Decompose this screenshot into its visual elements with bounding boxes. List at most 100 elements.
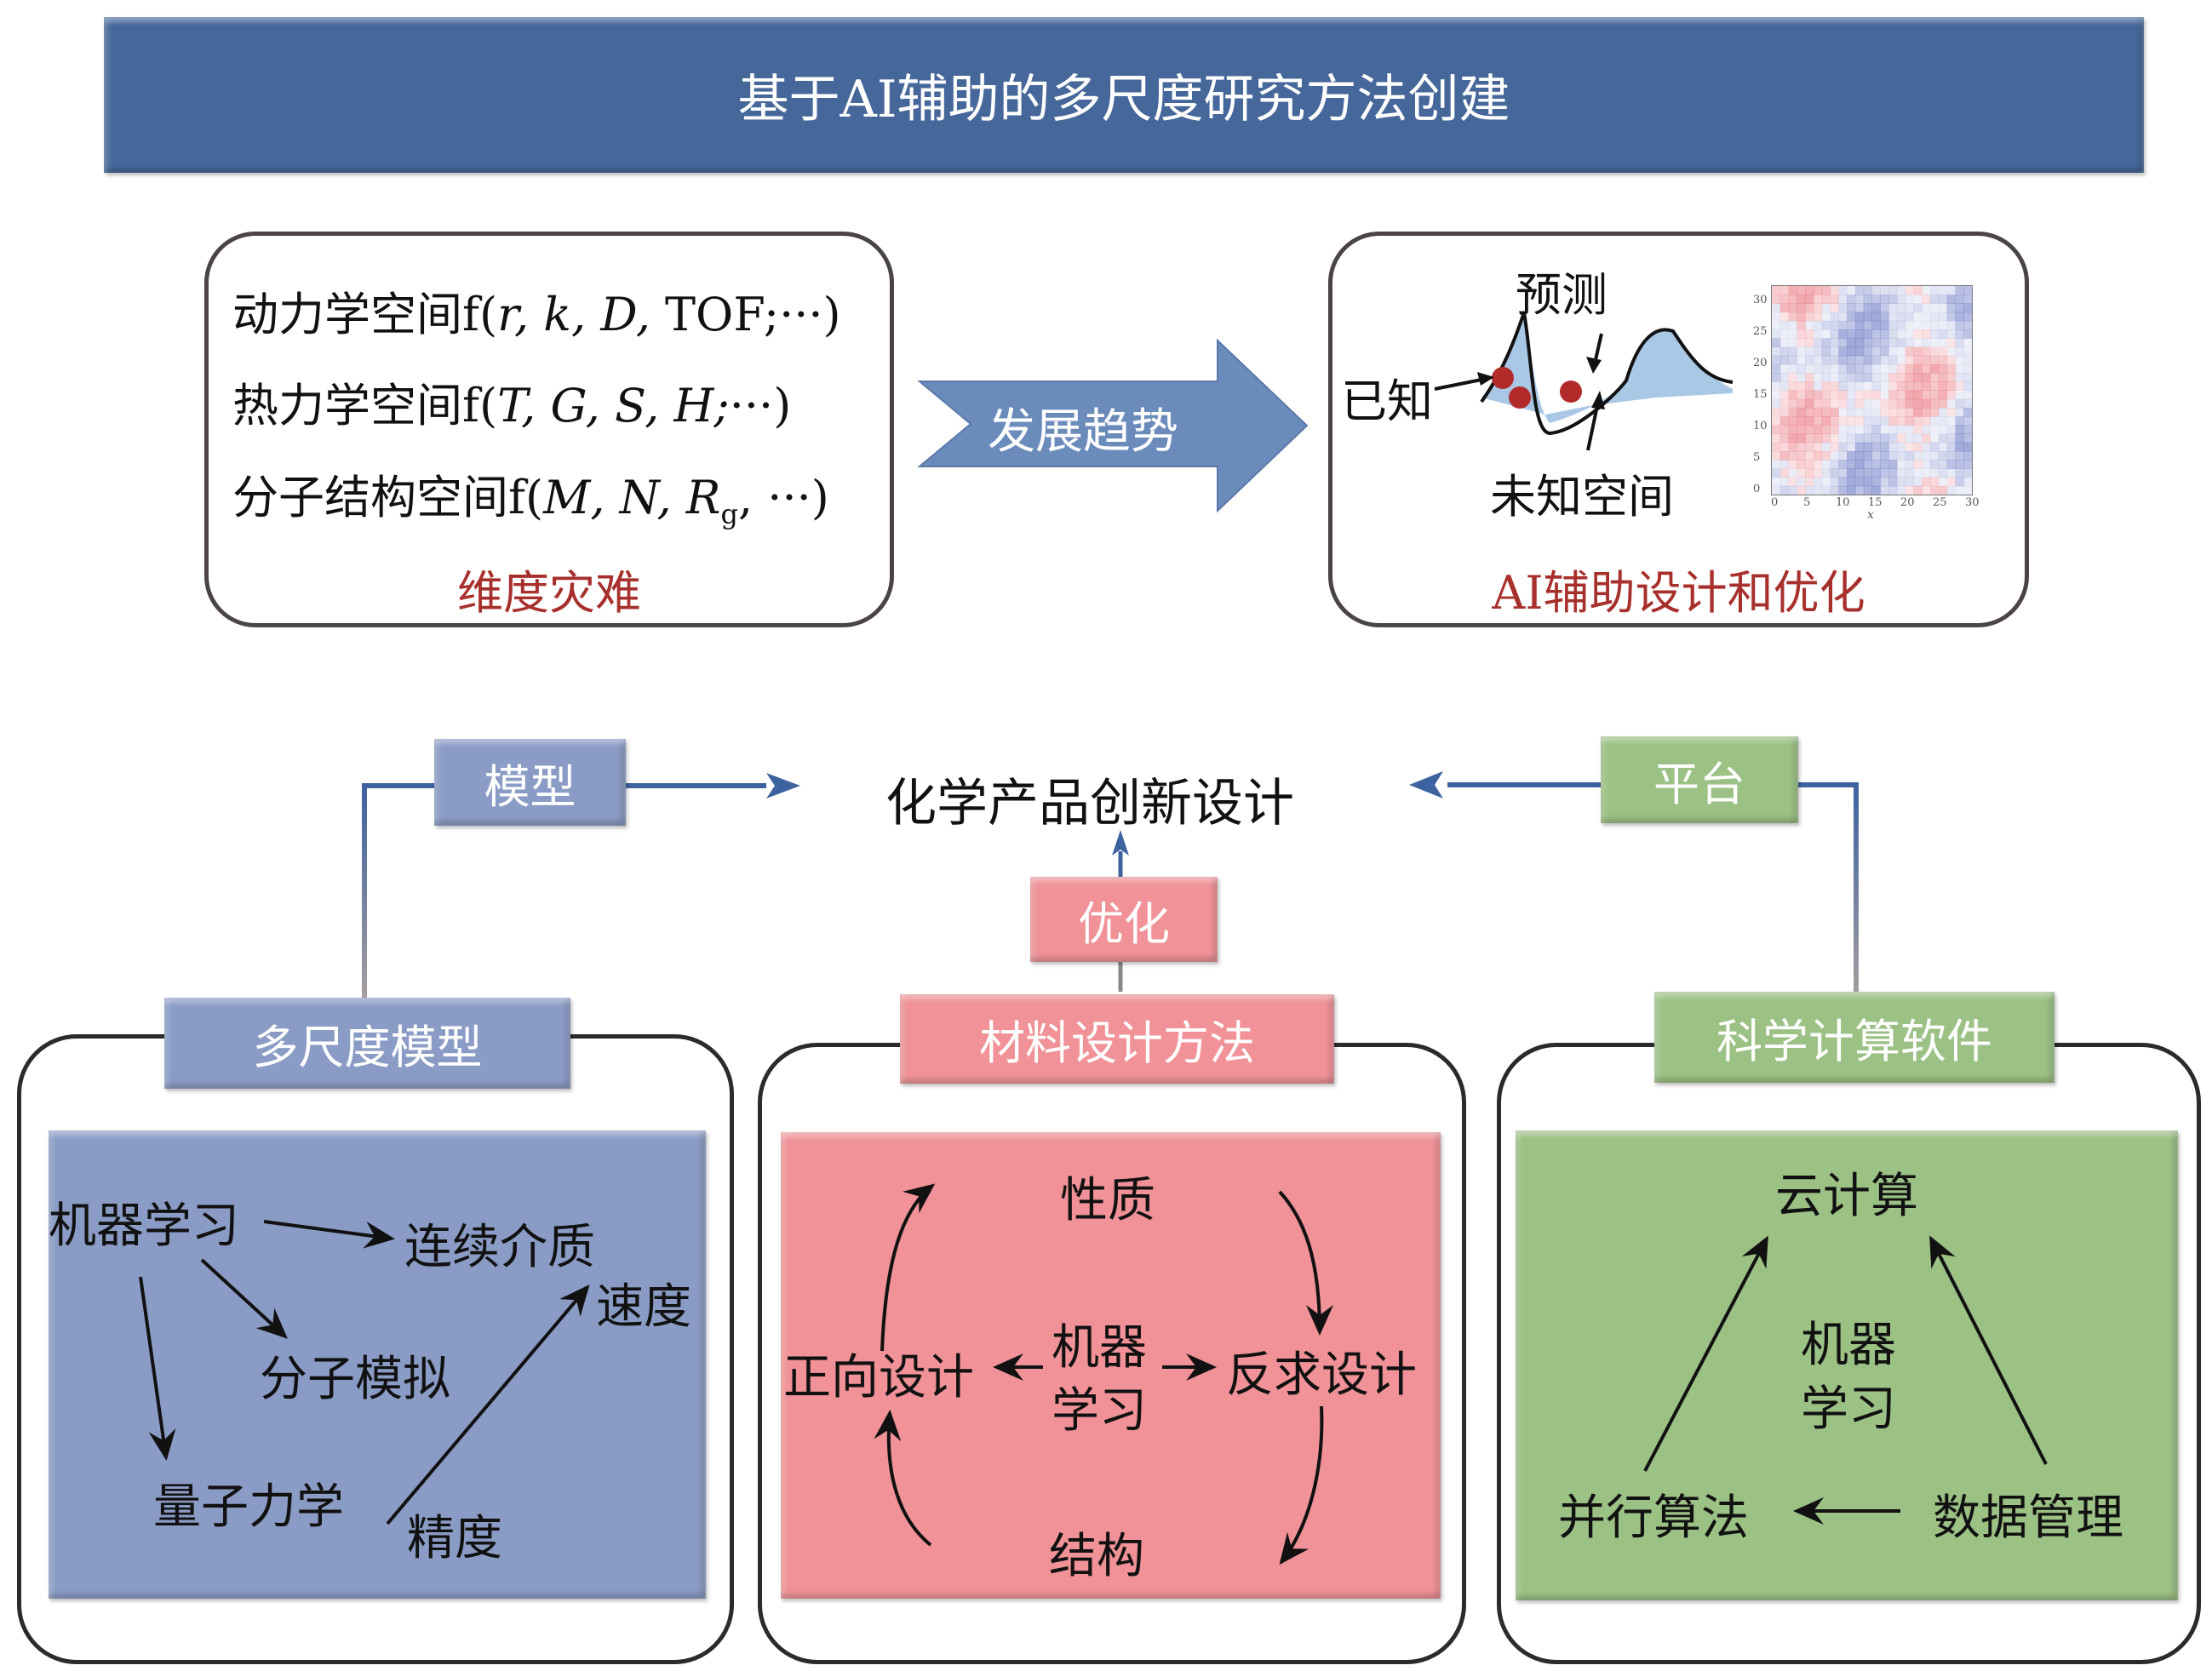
heatmap-cell — [1880, 373, 1889, 382]
heatmap-cell — [1779, 477, 1790, 487]
heatmap-cell — [1938, 363, 1948, 374]
heatmap-cell — [1813, 416, 1823, 426]
heatmap-cell — [1772, 485, 1781, 495]
heatmap-cell — [1922, 416, 1931, 426]
heatmap-cell — [1797, 390, 1806, 400]
heatmap-cell — [1955, 416, 1964, 426]
trend-arrow-label: 发展趋势 — [988, 404, 1178, 460]
heatmap-cell — [1813, 329, 1823, 339]
heatmap-cell — [1863, 373, 1872, 382]
heatmap-cell — [1854, 450, 1865, 461]
heatmap-cell — [1779, 425, 1790, 435]
heatmap-cell — [1955, 312, 1964, 322]
heatmap-cell — [1797, 363, 1806, 374]
heatmap-cell — [1772, 329, 1781, 339]
heatmap-cell — [1779, 381, 1790, 391]
heatmap-cell — [1880, 381, 1889, 391]
heatmap-cell — [1938, 338, 1948, 347]
heatmap-cell — [1813, 338, 1823, 347]
heatmap-cell — [1779, 320, 1790, 330]
heatmap-cell — [1779, 295, 1790, 304]
heatmap-cell — [1946, 477, 1956, 487]
kinetics-tail: TOF;···) — [650, 288, 841, 341]
heatmap-cell — [1821, 363, 1831, 374]
heatmap-cell — [1830, 485, 1839, 495]
heatmap-cell — [1905, 407, 1914, 417]
heatmap-cell — [1772, 442, 1781, 452]
heatmap-cell — [1905, 477, 1914, 487]
heatmap-cell — [1821, 442, 1831, 452]
heatmap-x-tick: 5 — [1803, 496, 1811, 509]
heatmap-cell — [1821, 381, 1831, 391]
heatmap-y-tick: 30 — [1753, 294, 1768, 306]
heatmap-cell — [1963, 363, 1972, 374]
heatmap-cell — [1871, 373, 1881, 382]
known-arrow — [1434, 377, 1487, 391]
heatmap-cell — [1779, 338, 1790, 347]
heatmap-cell — [1938, 373, 1948, 382]
heatmap-cell — [1905, 338, 1914, 347]
heatmap-cell — [1880, 442, 1889, 452]
heatmap-cell — [1930, 381, 1940, 391]
heatmap-cell — [1797, 425, 1806, 435]
heatmap-cell — [1930, 477, 1940, 487]
heatmap-cell — [1913, 468, 1923, 478]
heatmap-cell — [1797, 373, 1806, 382]
heatmap-cell — [1913, 286, 1923, 295]
heatmap-cell — [1772, 346, 1781, 357]
heatmap-cell — [1863, 363, 1872, 374]
heatmap-cell — [1963, 477, 1972, 487]
heatmap-cell — [1946, 407, 1956, 417]
heatmap-cell — [1896, 477, 1906, 487]
heatmap-cell — [1863, 329, 1872, 339]
heatmap-cell — [1938, 303, 1948, 313]
heatmap-cell — [1788, 312, 1797, 322]
heatmap-cell — [1779, 303, 1790, 313]
heatmap-cell — [1922, 485, 1931, 495]
heatmap-cell — [1930, 425, 1940, 435]
heatmap-cell — [1955, 433, 1964, 444]
node-molsim: 分子模拟 — [260, 1352, 450, 1407]
heatmap-cell — [1821, 286, 1831, 295]
heatmap-cell — [1888, 363, 1898, 374]
prediction-curve — [1480, 312, 1733, 436]
heatmap-cell — [1854, 338, 1865, 347]
heatmap-cell — [1930, 407, 1940, 417]
heatmap-cell — [1788, 407, 1797, 417]
heatmap-cell — [1871, 442, 1881, 452]
heatmap-cell — [1838, 338, 1848, 347]
heatmap-cell — [1913, 477, 1923, 487]
heatmap-cell — [1963, 425, 1972, 435]
heatmap-cell — [1930, 338, 1940, 347]
heatmap-cell — [1805, 355, 1814, 365]
heatmap-cell — [1838, 346, 1848, 357]
heatmap-cell — [1788, 425, 1797, 435]
heatmap-cell — [1946, 433, 1956, 444]
heatmap-cell — [1830, 468, 1839, 478]
heatmap-cell — [1955, 346, 1964, 357]
heatmap-cell — [1854, 442, 1865, 452]
heatmap-cell — [1896, 338, 1906, 347]
heatmap-cell — [1863, 442, 1872, 452]
optimize-tag: 优化 — [1030, 877, 1218, 962]
uncertainty-band — [1481, 312, 1733, 423]
heatmap-cell — [1854, 355, 1865, 365]
heatmap-cell — [1797, 485, 1806, 495]
heatmap-cell — [1930, 416, 1940, 426]
heatmap-cell — [1830, 373, 1839, 382]
heatmap-cell — [1946, 286, 1956, 295]
heatmap-cell — [1922, 320, 1931, 330]
heatmap-cell — [1963, 373, 1972, 382]
heatmap-cell — [1930, 363, 1940, 374]
heatmap-cell — [1930, 468, 1940, 478]
heatmap-cell — [1913, 303, 1923, 313]
material-header: 材料设计方法 — [900, 994, 1334, 1084]
heatmap-cell — [1871, 312, 1881, 322]
heatmap-cell — [1946, 363, 1956, 374]
heatmap-cell — [1938, 329, 1948, 339]
heatmap-cell — [1854, 363, 1865, 374]
center-title: 化学产品创新设计 — [885, 774, 1294, 833]
heatmap-cell — [1922, 433, 1931, 444]
heatmap-cell — [1896, 295, 1906, 304]
heatmap-cell — [1955, 295, 1964, 304]
